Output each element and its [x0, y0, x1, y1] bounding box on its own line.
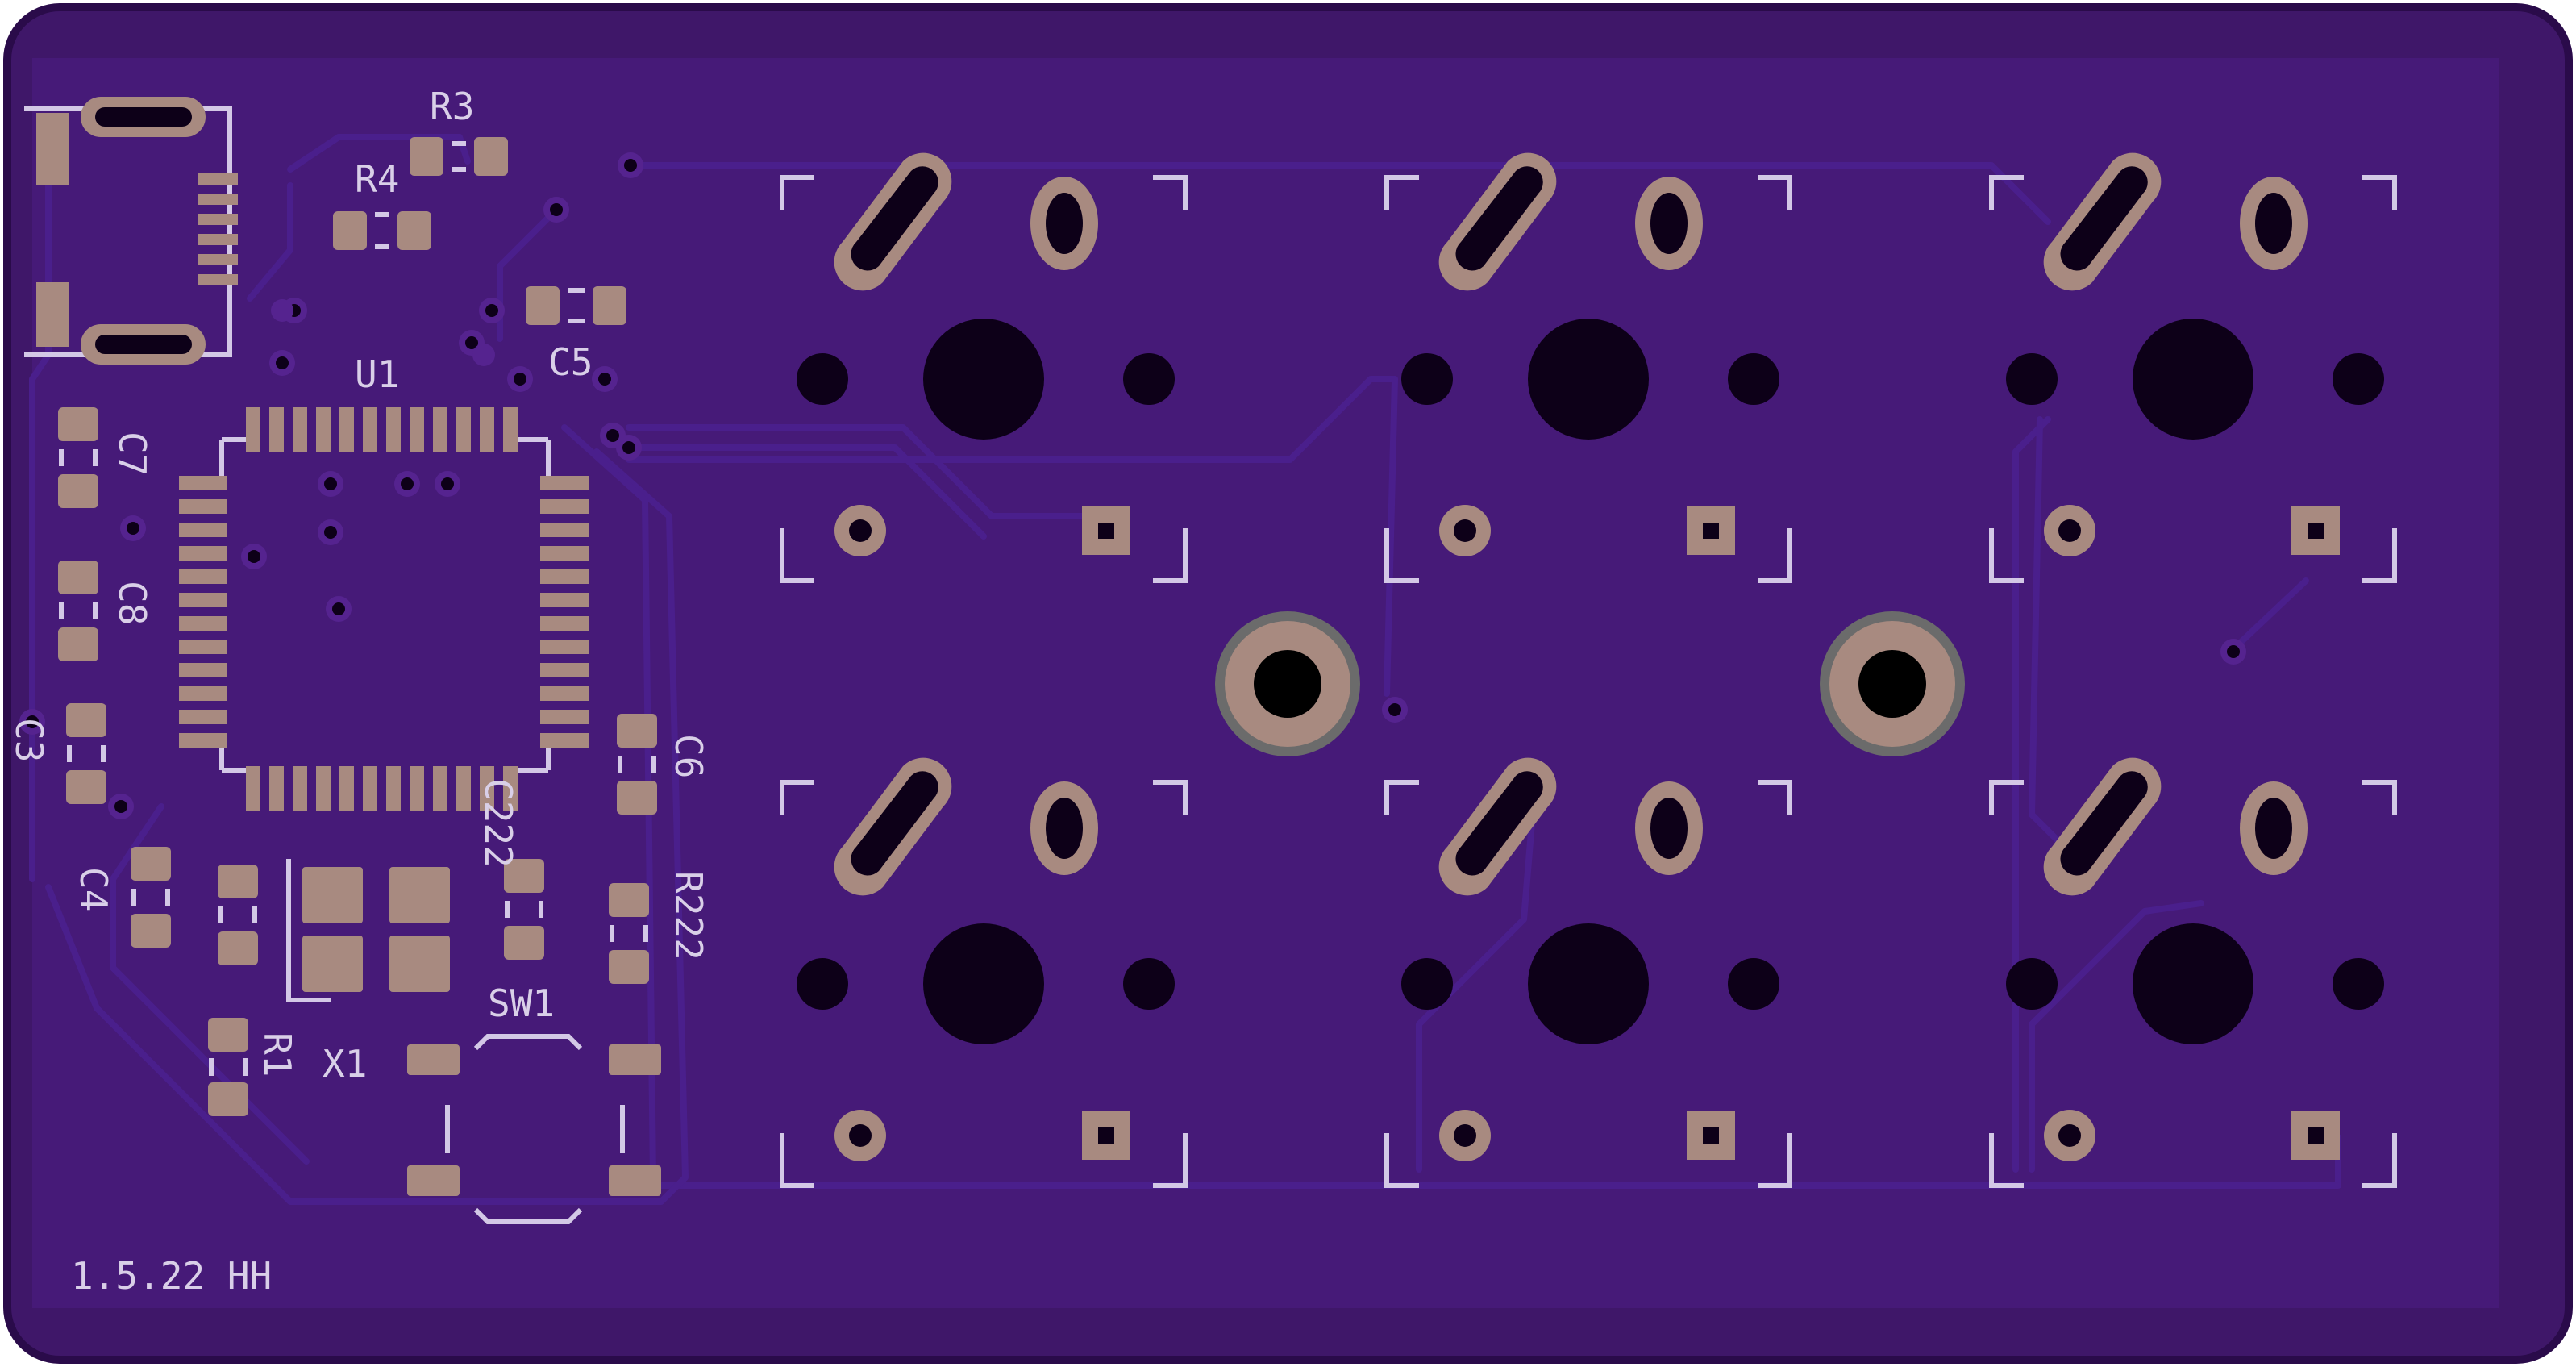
- u1-pad: [179, 616, 227, 631]
- u1-pad: [503, 407, 518, 452]
- label-r1: R1: [256, 1032, 299, 1077]
- u1-pad: [540, 616, 589, 631]
- label-r4: R4: [355, 157, 399, 201]
- c6-footprint: [617, 714, 657, 815]
- label-c8: C8: [110, 581, 154, 625]
- u1-pad: [269, 766, 284, 811]
- u1-pad: [410, 407, 424, 452]
- u1-footprint: [179, 407, 589, 811]
- x1-footprint: [286, 859, 450, 1002]
- u1-pad: [179, 663, 227, 677]
- label-c4: C4: [72, 867, 115, 911]
- r1-footprint: [208, 1018, 248, 1116]
- u1-pad: [540, 523, 589, 537]
- u1-pad: [480, 407, 494, 452]
- label-c6: C6: [667, 734, 710, 778]
- u1-pad: [363, 766, 377, 811]
- u1-pad: [433, 766, 447, 811]
- usb-connector: [24, 97, 238, 365]
- u1-pad: [540, 663, 589, 677]
- u1-pad: [480, 766, 494, 811]
- u1-pad: [179, 593, 227, 607]
- u1-pad: [246, 407, 260, 452]
- label-x1: X1: [323, 1042, 367, 1086]
- u1-pad: [433, 407, 447, 452]
- label-r222: R222: [667, 871, 710, 961]
- u1-pad: [179, 499, 227, 514]
- u1-pad: [293, 407, 307, 452]
- vias: [19, 152, 2246, 819]
- u1-pad: [540, 499, 589, 514]
- u1-pad: [293, 766, 307, 811]
- switch-5: [1384, 757, 1792, 1188]
- switch-2: [1384, 152, 1792, 583]
- u1-pad: [339, 407, 354, 452]
- u1-pad: [269, 407, 284, 452]
- u1-pad: [540, 710, 589, 724]
- u1-pad: [503, 766, 518, 811]
- u1-pad: [363, 407, 377, 452]
- c222-footprint: [504, 859, 544, 960]
- u1-pad: [246, 766, 260, 811]
- mounting-hole-left: [1215, 611, 1360, 756]
- capacitor-footprint-x1-side: [218, 865, 258, 965]
- u1-pad: [179, 523, 227, 537]
- switch-footprints: [780, 152, 2397, 1188]
- u1-pad: [316, 407, 331, 452]
- label-c7: C7: [110, 431, 154, 476]
- u1-pad: [410, 766, 424, 811]
- u1-pad: [540, 733, 589, 748]
- label-c5: C5: [548, 340, 593, 384]
- u1-pad: [540, 546, 589, 561]
- u1-pad: [540, 476, 589, 490]
- copper-traces: [29, 134, 2341, 1205]
- c3-footprint: [66, 703, 106, 804]
- u1-pad: [316, 766, 331, 811]
- version-label: 1.5.22 HH: [71, 1254, 272, 1298]
- label-sw1: SW1: [488, 981, 555, 1025]
- u1-pad: [339, 766, 354, 811]
- sw1-footprint: [407, 1034, 661, 1224]
- u1-pad: [386, 766, 401, 811]
- label-c3: C3: [7, 718, 51, 762]
- u1-pad: [179, 640, 227, 654]
- u1-pad: [179, 476, 227, 490]
- switch-3: [1989, 152, 2397, 583]
- r3-footprint: [410, 137, 508, 176]
- c7-footprint: [58, 407, 98, 508]
- u1-pad: [540, 593, 589, 607]
- mounting-hole-right: [1820, 611, 1965, 756]
- u1-pad: [540, 686, 589, 701]
- u1-pad: [540, 569, 589, 584]
- u1-pad: [179, 546, 227, 561]
- r4-footprint: [333, 211, 431, 250]
- switch-6: [1989, 757, 2397, 1188]
- c8-footprint: [58, 561, 98, 661]
- u1-pad: [179, 733, 227, 748]
- r222-footprint: [609, 883, 649, 984]
- label-r3: R3: [430, 85, 474, 128]
- switch-4: [780, 757, 1188, 1188]
- u1-pad: [386, 407, 401, 452]
- u1-pad: [179, 686, 227, 701]
- switch-1: [780, 152, 1188, 583]
- u1-pad: [456, 766, 471, 811]
- u1-pad: [179, 569, 227, 584]
- c4-footprint: [131, 847, 171, 948]
- c5-footprint: [526, 286, 626, 325]
- label-c222: C222: [476, 778, 520, 868]
- u1-pad: [456, 407, 471, 452]
- u1-pad: [540, 640, 589, 654]
- u1-pad: [179, 710, 227, 724]
- label-u1: U1: [355, 352, 399, 396]
